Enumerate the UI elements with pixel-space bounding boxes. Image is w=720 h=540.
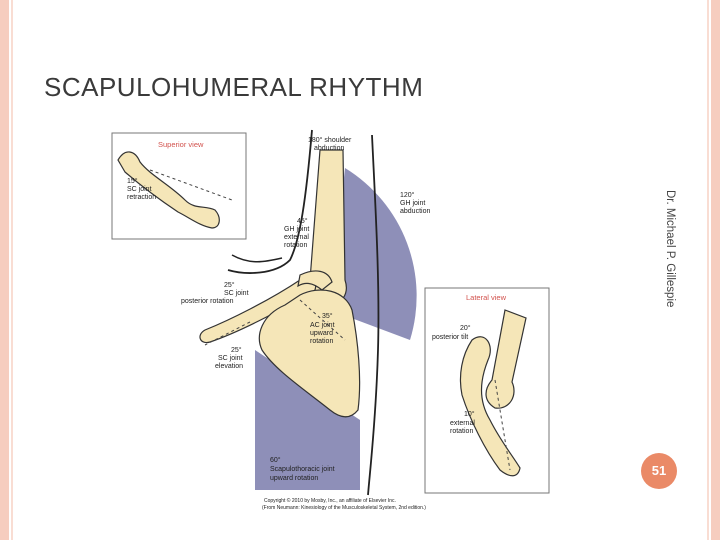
svg-text:SC joint: SC joint — [127, 186, 152, 193]
svg-text:25°: 25° — [224, 281, 235, 289]
svg-text:retraction: retraction — [127, 194, 156, 201]
svg-text:GH joint: GH joint — [400, 200, 425, 207]
svg-text:45°: 45° — [297, 217, 308, 225]
svg-text:35°: 35° — [322, 312, 333, 320]
svg-text:external: external — [284, 234, 309, 241]
svg-text:abduction: abduction — [314, 145, 344, 152]
svg-text:posterior tilt: posterior tilt — [432, 334, 468, 341]
svg-text:rotation: rotation — [450, 428, 473, 435]
svg-text:20°: 20° — [460, 324, 471, 332]
svg-text:external: external — [450, 420, 475, 427]
svg-text:posterior rotation: posterior rotation — [181, 298, 234, 305]
copyright-line-1: Copyright © 2010 by Mosby, Inc., an affi… — [264, 497, 396, 504]
lateral-view-title: Lateral view — [466, 293, 507, 302]
superior-view-title: Superior view — [158, 140, 204, 149]
svg-text:upward rotation: upward rotation — [270, 475, 318, 482]
svg-text:10°: 10° — [464, 410, 475, 418]
svg-text:rotation: rotation — [284, 242, 307, 249]
svg-text:25°: 25° — [231, 346, 242, 354]
svg-text:15°: 15° — [127, 177, 138, 185]
svg-text:rotation: rotation — [310, 338, 333, 345]
svg-text:SC joint: SC joint — [218, 355, 243, 362]
page-number-badge: 51 — [641, 453, 677, 489]
svg-text:Scapulothoracic joint: Scapulothoracic joint — [270, 466, 335, 473]
svg-text:120°: 120° — [400, 191, 415, 199]
svg-text:elevation: elevation — [215, 363, 243, 370]
svg-text:SC joint: SC joint — [224, 290, 249, 297]
svg-text:180° shoulder: 180° shoulder — [308, 136, 352, 144]
author-vertical-text: Dr. Michael P. Gillespie — [664, 190, 676, 307]
svg-text:abduction: abduction — [400, 208, 430, 215]
svg-text:upward: upward — [310, 330, 333, 337]
copyright-line-2: (From Neumann: Kinesiology of the Muscul… — [262, 505, 426, 511]
svg-text:GH joint: GH joint — [284, 226, 309, 233]
svg-text:60°: 60° — [270, 456, 281, 464]
svg-text:AC joint: AC joint — [310, 322, 335, 329]
